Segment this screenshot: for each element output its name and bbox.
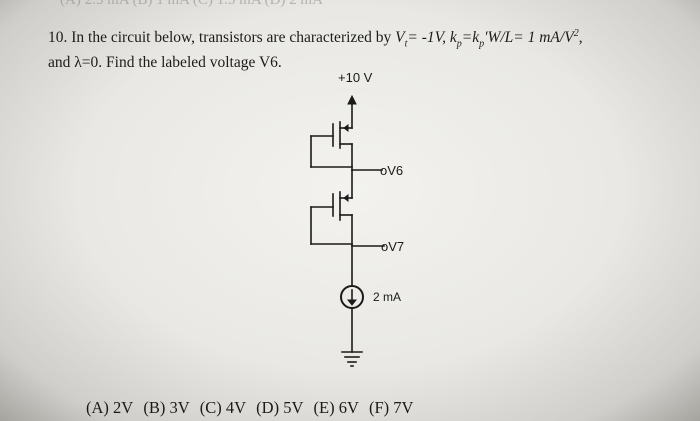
supply-arrow — [347, 94, 357, 105]
vt-symbol: V — [395, 29, 405, 47]
kp-end: , — [578, 29, 583, 47]
v6-label: oV6 — [380, 163, 403, 178]
v7-label: oV7 — [381, 239, 404, 254]
kp-subscript-2: p — [479, 38, 485, 50]
source-label: 2 mA — [373, 290, 401, 304]
answer-c: (C) 4V — [199, 398, 247, 417]
kp-subscript: p — [456, 38, 462, 50]
kp-tail: 'W/L= 1 mA/V — [484, 29, 574, 47]
kp-superscript: 2 — [573, 28, 579, 39]
question-text: 10. In the circuit below, transistors ar… — [48, 24, 688, 72]
answer-e: (E) 6V — [313, 398, 359, 417]
question-number: 10. — [48, 29, 68, 47]
ground-symbol — [341, 351, 363, 367]
vt-value: = -1V, k — [407, 29, 457, 47]
answer-b: (B) 3V — [143, 398, 190, 417]
answer-choices: (A) 2V (B) 3V (C) 4V (D) 5V (E) 6V (F) 7… — [86, 398, 419, 418]
vt-subscript: t — [404, 38, 408, 50]
question-line-1-text: In the circuit below, transistors are ch… — [71, 29, 396, 47]
current-source — [340, 285, 364, 309]
question-line-1: 10. In the circuit below, transistors ar… — [48, 24, 688, 53]
upper-pmos-transistor — [310, 121, 353, 171]
answer-f: (F) 7V — [368, 398, 414, 417]
answer-d: (D) 5V — [256, 398, 304, 417]
cut-off-previous-answers: (A) 2.5 mA (B) 1 mA (C) 1.5 mA (D) 2 mA — [0, 0, 700, 10]
lower-pmos-transistor — [310, 191, 353, 247]
previous-answers-text: (A) 2.5 mA (B) 1 mA (C) 1.5 mA (D) 2 mA — [60, 0, 323, 8]
kp-middle: =k — [461, 29, 480, 47]
answer-a: (A) 2V — [86, 398, 134, 417]
supply-label: +10 V — [338, 70, 373, 85]
question-line-2: and λ=0. Find the labeled voltage V6. — [48, 54, 282, 72]
